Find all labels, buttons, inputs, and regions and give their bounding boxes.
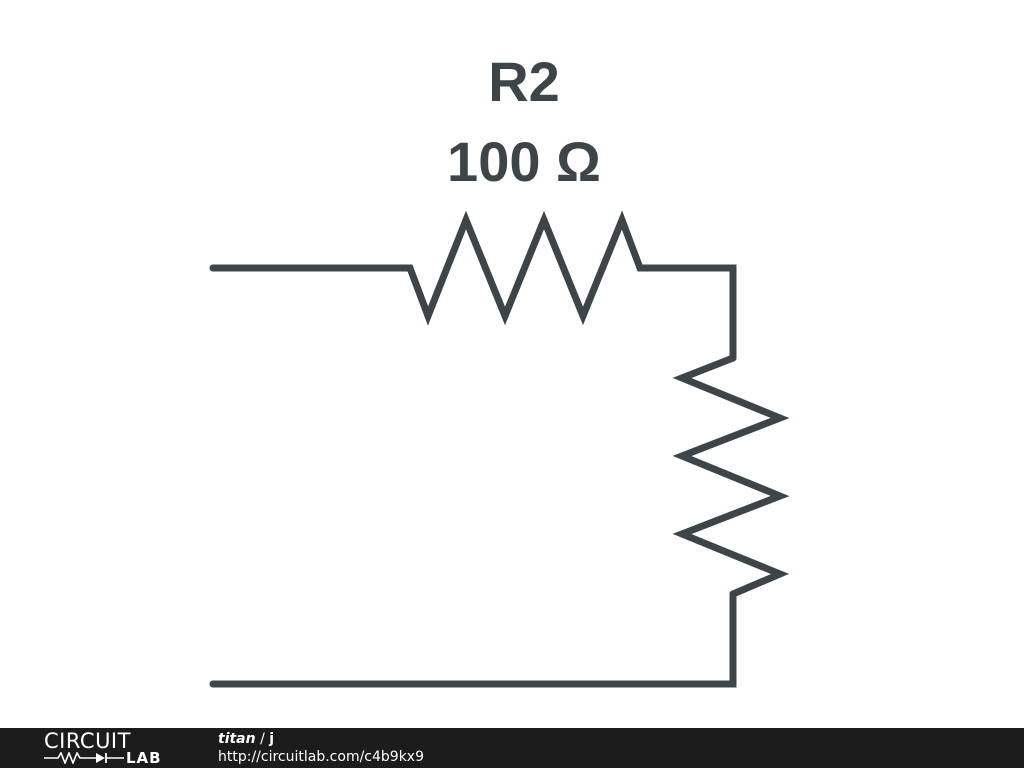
circuit-url-link[interactable]: http://circuitlab.com/c4b9kx9 (218, 749, 424, 765)
schematic-canvas: R2 100 Ω (209, 50, 790, 688)
logo-bottom-row: LAB (44, 750, 184, 766)
project-name[interactable]: j (269, 731, 275, 747)
author-line: titan / j (218, 730, 424, 748)
r2-reference-label: R2 (488, 50, 560, 113)
logo-text-lab: LAB (126, 749, 162, 767)
resistor-diode-icon (44, 752, 124, 764)
path-separator: / (260, 731, 265, 747)
top-wire-with-resistor-r2 (209, 210, 737, 362)
logo-text-circuit: CIRCUIT (44, 729, 131, 753)
r2-value-label: 100 Ω (447, 130, 601, 193)
footer-bar: CIRCUIT LAB titan / j http://circuitlab.… (0, 728, 1024, 768)
url-line: http://circuitlab.com/c4b9kx9 (218, 748, 424, 766)
circuit-meta: titan / j http://circuitlab.com/c4b9kx9 (218, 730, 424, 766)
circuitlab-logo[interactable]: CIRCUIT LAB (44, 730, 184, 766)
vertical-resistor (672, 354, 790, 598)
circuit-schematic: R2 100 Ω (209, 50, 790, 688)
bottom-wire (209, 590, 737, 688)
author-name[interactable]: titan (218, 731, 256, 747)
